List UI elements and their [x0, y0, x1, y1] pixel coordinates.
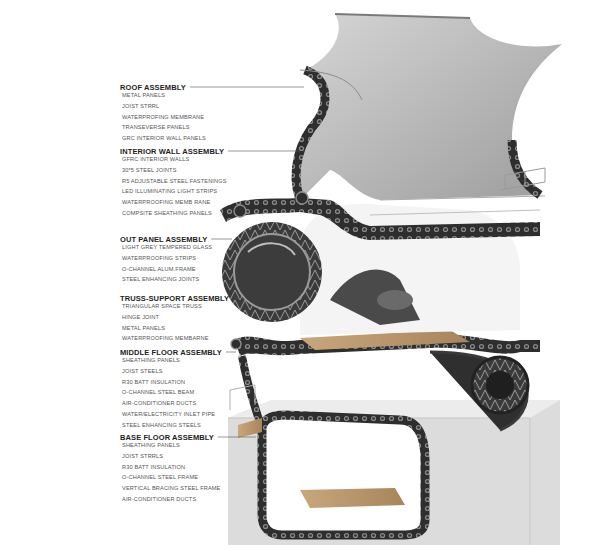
assembly-heading: BASE FLOOR ASSEMBLY — [120, 434, 214, 442]
component-label: GRC INTERIOR WALL PANELS — [122, 136, 206, 142]
component-label: STEEL ENHANCING STEELS — [122, 423, 201, 429]
lower-duct-ring — [472, 357, 528, 413]
component-label: TRIANGULAR SPACE TRUSS — [122, 304, 202, 310]
base-floor-wood — [300, 488, 405, 508]
roof-edge-band — [296, 70, 325, 200]
component-label: WATERPROOFING MEMBARNE — [122, 336, 209, 342]
component-label: LED ILLUMINATING LIGHT STRIPS — [122, 189, 217, 195]
component-label: SHEATHING PANELS — [122, 358, 180, 364]
component-label: JOIST STRRL — [122, 104, 159, 110]
component-label: STEEL ENHANCING JOINTS — [122, 277, 199, 283]
leader-lines — [190, 87, 304, 437]
interior-wall-band — [220, 198, 540, 240]
component-label: TRANSEVERSE PANELS — [122, 125, 190, 131]
component-label: O-CHANNEL STEEL FRAME — [122, 475, 198, 481]
component-label: SHEATHING PANELS — [122, 443, 180, 449]
assembly-heading: OUT PANEL ASSEMBLY — [120, 236, 207, 244]
assembly-heading: MIDDLE FLOOR ASSEMBLY — [120, 349, 222, 357]
component-label: WATERPROOFING STRIPS — [122, 256, 196, 262]
assembly-heading: ROOF ASSEMBLY — [120, 84, 186, 92]
component-label: COMPSITE SHEATHING PANELS — [122, 211, 212, 217]
roof-shell — [296, 14, 562, 200]
component-label: AIR-CONDITIONER DUCTS — [122, 497, 196, 503]
assembly-heading: INTERIOR WALL ASSEMBLY — [120, 148, 224, 156]
component-label: AIR-CONDITIONER DUCTS — [122, 401, 196, 407]
component-label: R5 ADJUSTABLE STEEL FASTENINGS — [122, 179, 227, 185]
component-label: JOIST STRRLS — [122, 454, 163, 460]
component-label: VERTICAL BRACING STEEL FRAME — [122, 486, 221, 492]
porthole-glass — [234, 234, 310, 310]
component-label: R30 BATT INSULATION — [122, 465, 185, 471]
component-label: METAL PANELS — [122, 93, 165, 99]
assembly-heading: TRUSS-SUPPORT ASSEMBLY — [120, 295, 229, 303]
component-label: WATERPROOFING MEMB RANE — [122, 200, 210, 206]
component-label: 30*5 STEEL JOINTS — [122, 168, 177, 174]
component-label: O-CHANNEL STEEL BEAM — [122, 390, 194, 396]
component-label: R30 BATT INSULATION — [122, 380, 185, 386]
component-label: LIGHT GREY TEMPERED GLASS — [122, 245, 212, 251]
component-label: GFRC INTERIOR WALLS — [122, 157, 189, 163]
component-label: WATER/ELECTRICITY INLET PIPE — [122, 412, 215, 418]
component-label: JOIST STEELS — [122, 369, 163, 375]
component-label: METAL PANELS — [122, 326, 165, 332]
porthole-truss-ring — [222, 222, 322, 322]
component-label: O-CHANNEL ALUM.FRAME — [122, 267, 196, 273]
base-floor-shell — [262, 415, 425, 535]
component-label: HINGE JOINT — [122, 315, 159, 321]
component-label: WATERPROFING MEMBRANE — [122, 115, 204, 121]
